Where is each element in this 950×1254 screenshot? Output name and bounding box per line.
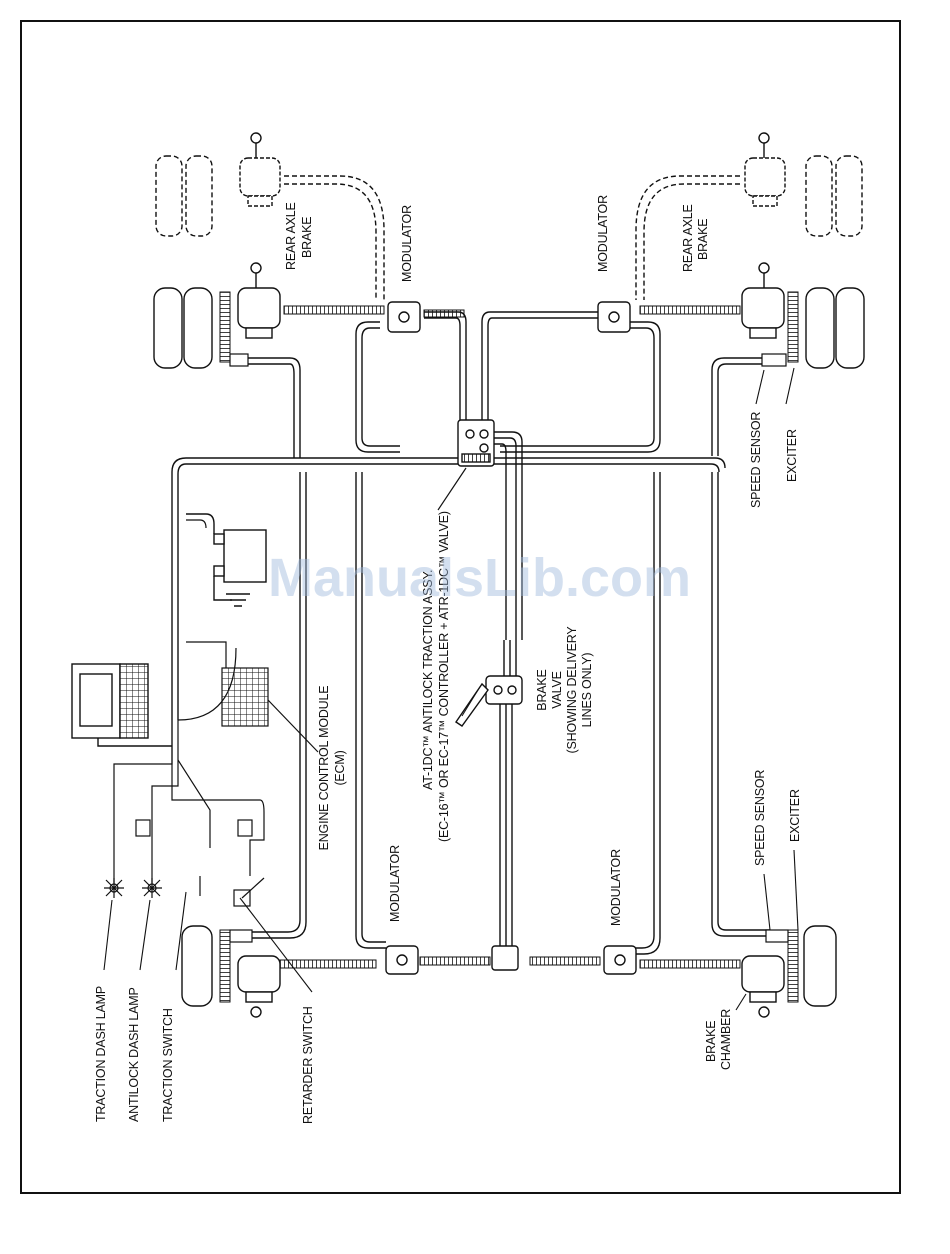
label-brake-valve-4: LINES ONLY) (580, 653, 594, 728)
dash-wiring (113, 519, 265, 896)
label-modulator-bottom-left: MODULATOR (388, 845, 402, 922)
label-brake-valve-3: (SHOWING DELIVERY (565, 626, 579, 754)
ecm-leader-line (267, 699, 319, 753)
modulators (385, 301, 637, 975)
label-modulator-bottom-right: MODULATOR (609, 849, 623, 926)
label-modulator-top-right: MODULATOR (596, 195, 610, 272)
label-ecm-2: (ECM) (333, 750, 347, 785)
label-brake-valve-2: VALVE (550, 671, 564, 708)
label-ecm-1: ENGINE CONTROL MODULE (317, 686, 331, 851)
label-ecu-line1: AT-1DC™ ANTILOCK TRACTION ASSY. (421, 570, 435, 790)
labels: REAR AXLE BRAKE MODULATOR MODULATOR REAR… (94, 195, 802, 1124)
ecm (186, 641, 269, 727)
label-brake-valve-1: BRAKE (535, 669, 549, 710)
label-brake-chamber-1: BRAKE (704, 1021, 718, 1062)
label-exciter-bottom: EXCITER (788, 789, 802, 842)
tires (153, 155, 865, 1007)
label-antilock-dash-lamp: ANTILOCK DASH LAMP (127, 987, 141, 1122)
brake-chambers (237, 132, 786, 1018)
label-brake-chamber-2: CHAMBER (719, 1009, 733, 1070)
relay-blocks (135, 819, 253, 837)
ecu-leader-line (437, 467, 467, 511)
label-retarder-switch: RETARDER SWITCH (301, 1006, 315, 1124)
label-exciter-top: EXCITER (785, 429, 799, 482)
label-ecu-line2: (EC-16™ OR EC-17™ CONTROLLER + ATR-1DC™ … (437, 511, 451, 842)
label-traction-switch: TRACTION SWITCH (161, 1008, 175, 1122)
speed-sensors (229, 353, 789, 943)
label-modulator-top-left: MODULATOR (400, 205, 414, 282)
exciter-rings (219, 291, 799, 1003)
label-rear-axle-brake-right-2: BRAKE (696, 219, 710, 260)
label-rear-axle-brake-right-1: REAR AXLE (681, 204, 695, 272)
wiring-harness (171, 321, 770, 955)
leader-lines (103, 367, 799, 1011)
label-rear-axle-brake-left-2: BRAKE (300, 217, 314, 258)
label-speed-sensor-top: SPEED SENSOR (749, 412, 763, 508)
watermark: ManualsLib.com (268, 548, 691, 608)
ecu-assembly (457, 419, 495, 467)
label-speed-sensor-bottom: SPEED SENSOR (753, 770, 767, 866)
rear-axle-dashed-lines (284, 175, 740, 300)
label-rear-axle-brake-left-1: REAR AXLE (284, 202, 298, 270)
page-border (20, 20, 901, 1194)
brake-valve (455, 640, 523, 727)
label-traction-dash-lamp: TRACTION DASH LAMP (94, 986, 108, 1122)
retarder-switch-icon (233, 877, 265, 907)
lamps (104, 878, 162, 898)
air-lines (275, 305, 741, 969)
diagnostic-laptop (71, 663, 172, 747)
delivery-lines (424, 311, 620, 950)
battery (186, 513, 267, 607)
